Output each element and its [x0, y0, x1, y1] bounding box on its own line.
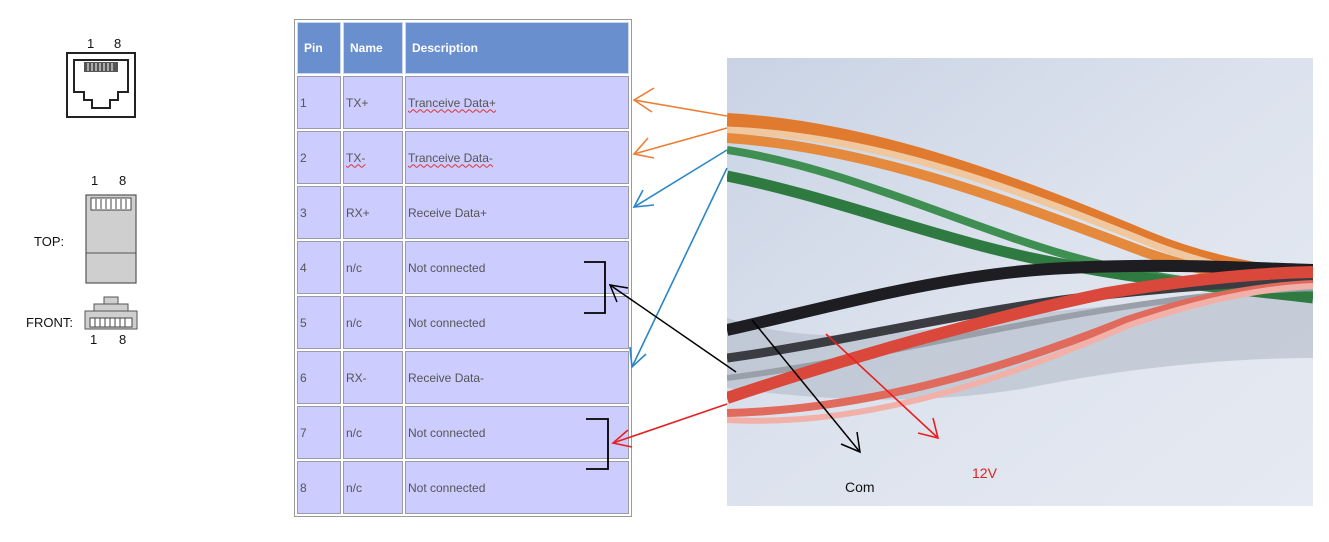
cell-name: TX+	[343, 76, 403, 129]
cell-pin: 5	[297, 296, 341, 349]
cell-name-text: TX-	[346, 150, 366, 165]
cell-name-text: TX+	[346, 95, 369, 110]
cell-desc: Not connected	[405, 406, 629, 459]
rj45-plug-front-icon	[84, 296, 138, 330]
blue-arrow-pin6	[629, 167, 728, 369]
table-row: 6 RX- Receive Data-	[297, 351, 629, 404]
cell-pin: 2	[297, 131, 341, 184]
cell-desc: Receive Data-	[405, 351, 629, 404]
table-row: 8 n/c Not connected	[297, 461, 629, 514]
cell-desc-text: Tranceive Data+	[408, 95, 496, 110]
cell-name: RX+	[343, 186, 403, 239]
table-row: 2 TX- Tranceive Data-	[297, 131, 629, 184]
cell-name: n/c	[343, 241, 403, 294]
cell-desc: Not connected	[405, 241, 629, 294]
plug-bottom-pin-1-label: 1	[90, 332, 98, 347]
jack-pin-1-label: 1	[87, 36, 95, 51]
pinout-table: Pin Name Description 1 TX+ Tranceive Dat…	[294, 19, 632, 517]
plug-top-pin-8-label: 8	[119, 173, 127, 188]
orange-arrow-pin1	[632, 87, 728, 117]
cell-desc-text: Tranceive Data-	[408, 150, 493, 165]
table-row: 4 n/c Not connected	[297, 241, 629, 294]
blue-arrow-pin3	[632, 149, 728, 208]
cell-pin: 3	[297, 186, 341, 239]
cell-pin: 8	[297, 461, 341, 514]
header-pin: Pin	[297, 22, 341, 74]
cell-pin: 7	[297, 406, 341, 459]
rj45-plug-top-icon	[85, 194, 137, 284]
jack-pin-8-label: 8	[114, 36, 122, 51]
cell-desc: Not connected	[405, 296, 629, 349]
com-label: Com	[845, 479, 875, 495]
cell-pin: 1	[297, 76, 341, 129]
cell-name: n/c	[343, 406, 403, 459]
table-header-row: Pin Name Description	[297, 22, 629, 74]
header-description: Description	[405, 22, 629, 74]
plug-top-pin-1-label: 1	[91, 173, 99, 188]
rj45-jack-icon	[66, 52, 136, 118]
plug-top-view-label: TOP:	[34, 234, 65, 249]
plug-front-view-label: FRONT:	[26, 315, 73, 330]
cable-wires-photo	[727, 58, 1313, 506]
table-row: 1 TX+ Tranceive Data+	[297, 76, 629, 129]
table-row: 5 n/c Not connected	[297, 296, 629, 349]
cell-name: n/c	[343, 296, 403, 349]
table-row: 3 RX+ Receive Data+	[297, 186, 629, 239]
12v-label: 12V	[972, 465, 997, 481]
cell-desc: Not connected	[405, 461, 629, 514]
cell-name: TX-	[343, 131, 403, 184]
orange-arrow-pin2	[632, 127, 728, 159]
header-name: Name	[343, 22, 403, 74]
cell-pin: 6	[297, 351, 341, 404]
cell-desc: Tranceive Data-	[405, 131, 629, 184]
cell-desc: Tranceive Data+	[405, 76, 629, 129]
plug-bottom-pin-8-label: 8	[119, 332, 127, 347]
table-row: 7 n/c Not connected	[297, 406, 629, 459]
cell-name: RX-	[343, 351, 403, 404]
cell-desc: Receive Data+	[405, 186, 629, 239]
cell-name: n/c	[343, 461, 403, 514]
cell-pin: 4	[297, 241, 341, 294]
